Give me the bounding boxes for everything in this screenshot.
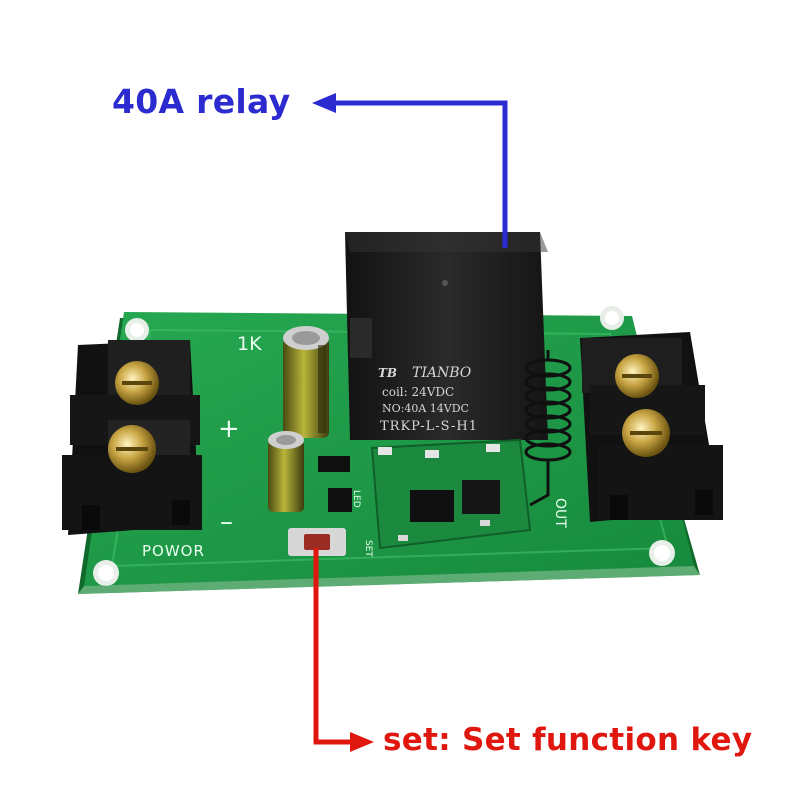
ic-chip <box>462 480 500 514</box>
relay-callout-label: 40A relay <box>112 82 291 121</box>
mounting-hole <box>93 560 119 586</box>
svg-text:TB: TB <box>378 366 397 380</box>
led-label: LED <box>351 490 361 508</box>
relay: TB TIANBO coil: 24VDC NO:40A 14VDC TRKP-… <box>345 232 548 440</box>
relay-contact-rating: NO:40A 14VDC <box>382 402 469 415</box>
out-label: OUT <box>552 498 568 528</box>
set-key-callout-label: set: Set function key <box>383 722 753 758</box>
relay-brand: TIANBO <box>412 365 472 381</box>
ic-chip <box>410 490 454 522</box>
mounting-hole <box>600 306 624 330</box>
set-key-callout-arrow <box>313 548 374 752</box>
minus-mark: – <box>220 507 233 537</box>
electrolytic-capacitor <box>268 431 304 512</box>
power-terminal-block <box>62 340 202 535</box>
resistor-label: 1K <box>237 333 262 355</box>
relay-coil-spec: coil: 24VDC <box>382 385 454 399</box>
arrow-left-icon <box>312 93 336 113</box>
power-label: POWOR <box>142 542 205 560</box>
electrolytic-capacitor <box>283 326 329 438</box>
antenna-coil <box>524 350 572 507</box>
set-silk-label: SET <box>363 540 373 557</box>
output-terminal-block <box>580 332 723 522</box>
receiver-module <box>318 438 532 550</box>
set-key-button[interactable] <box>288 528 346 556</box>
relay-callout-arrow <box>312 93 508 248</box>
plus-mark: + <box>218 414 240 444</box>
mounting-hole <box>649 540 675 566</box>
arrow-right-icon <box>350 732 374 752</box>
relay-model: TRKP-L-S-H1 <box>380 419 478 434</box>
mounting-hole <box>125 318 149 342</box>
